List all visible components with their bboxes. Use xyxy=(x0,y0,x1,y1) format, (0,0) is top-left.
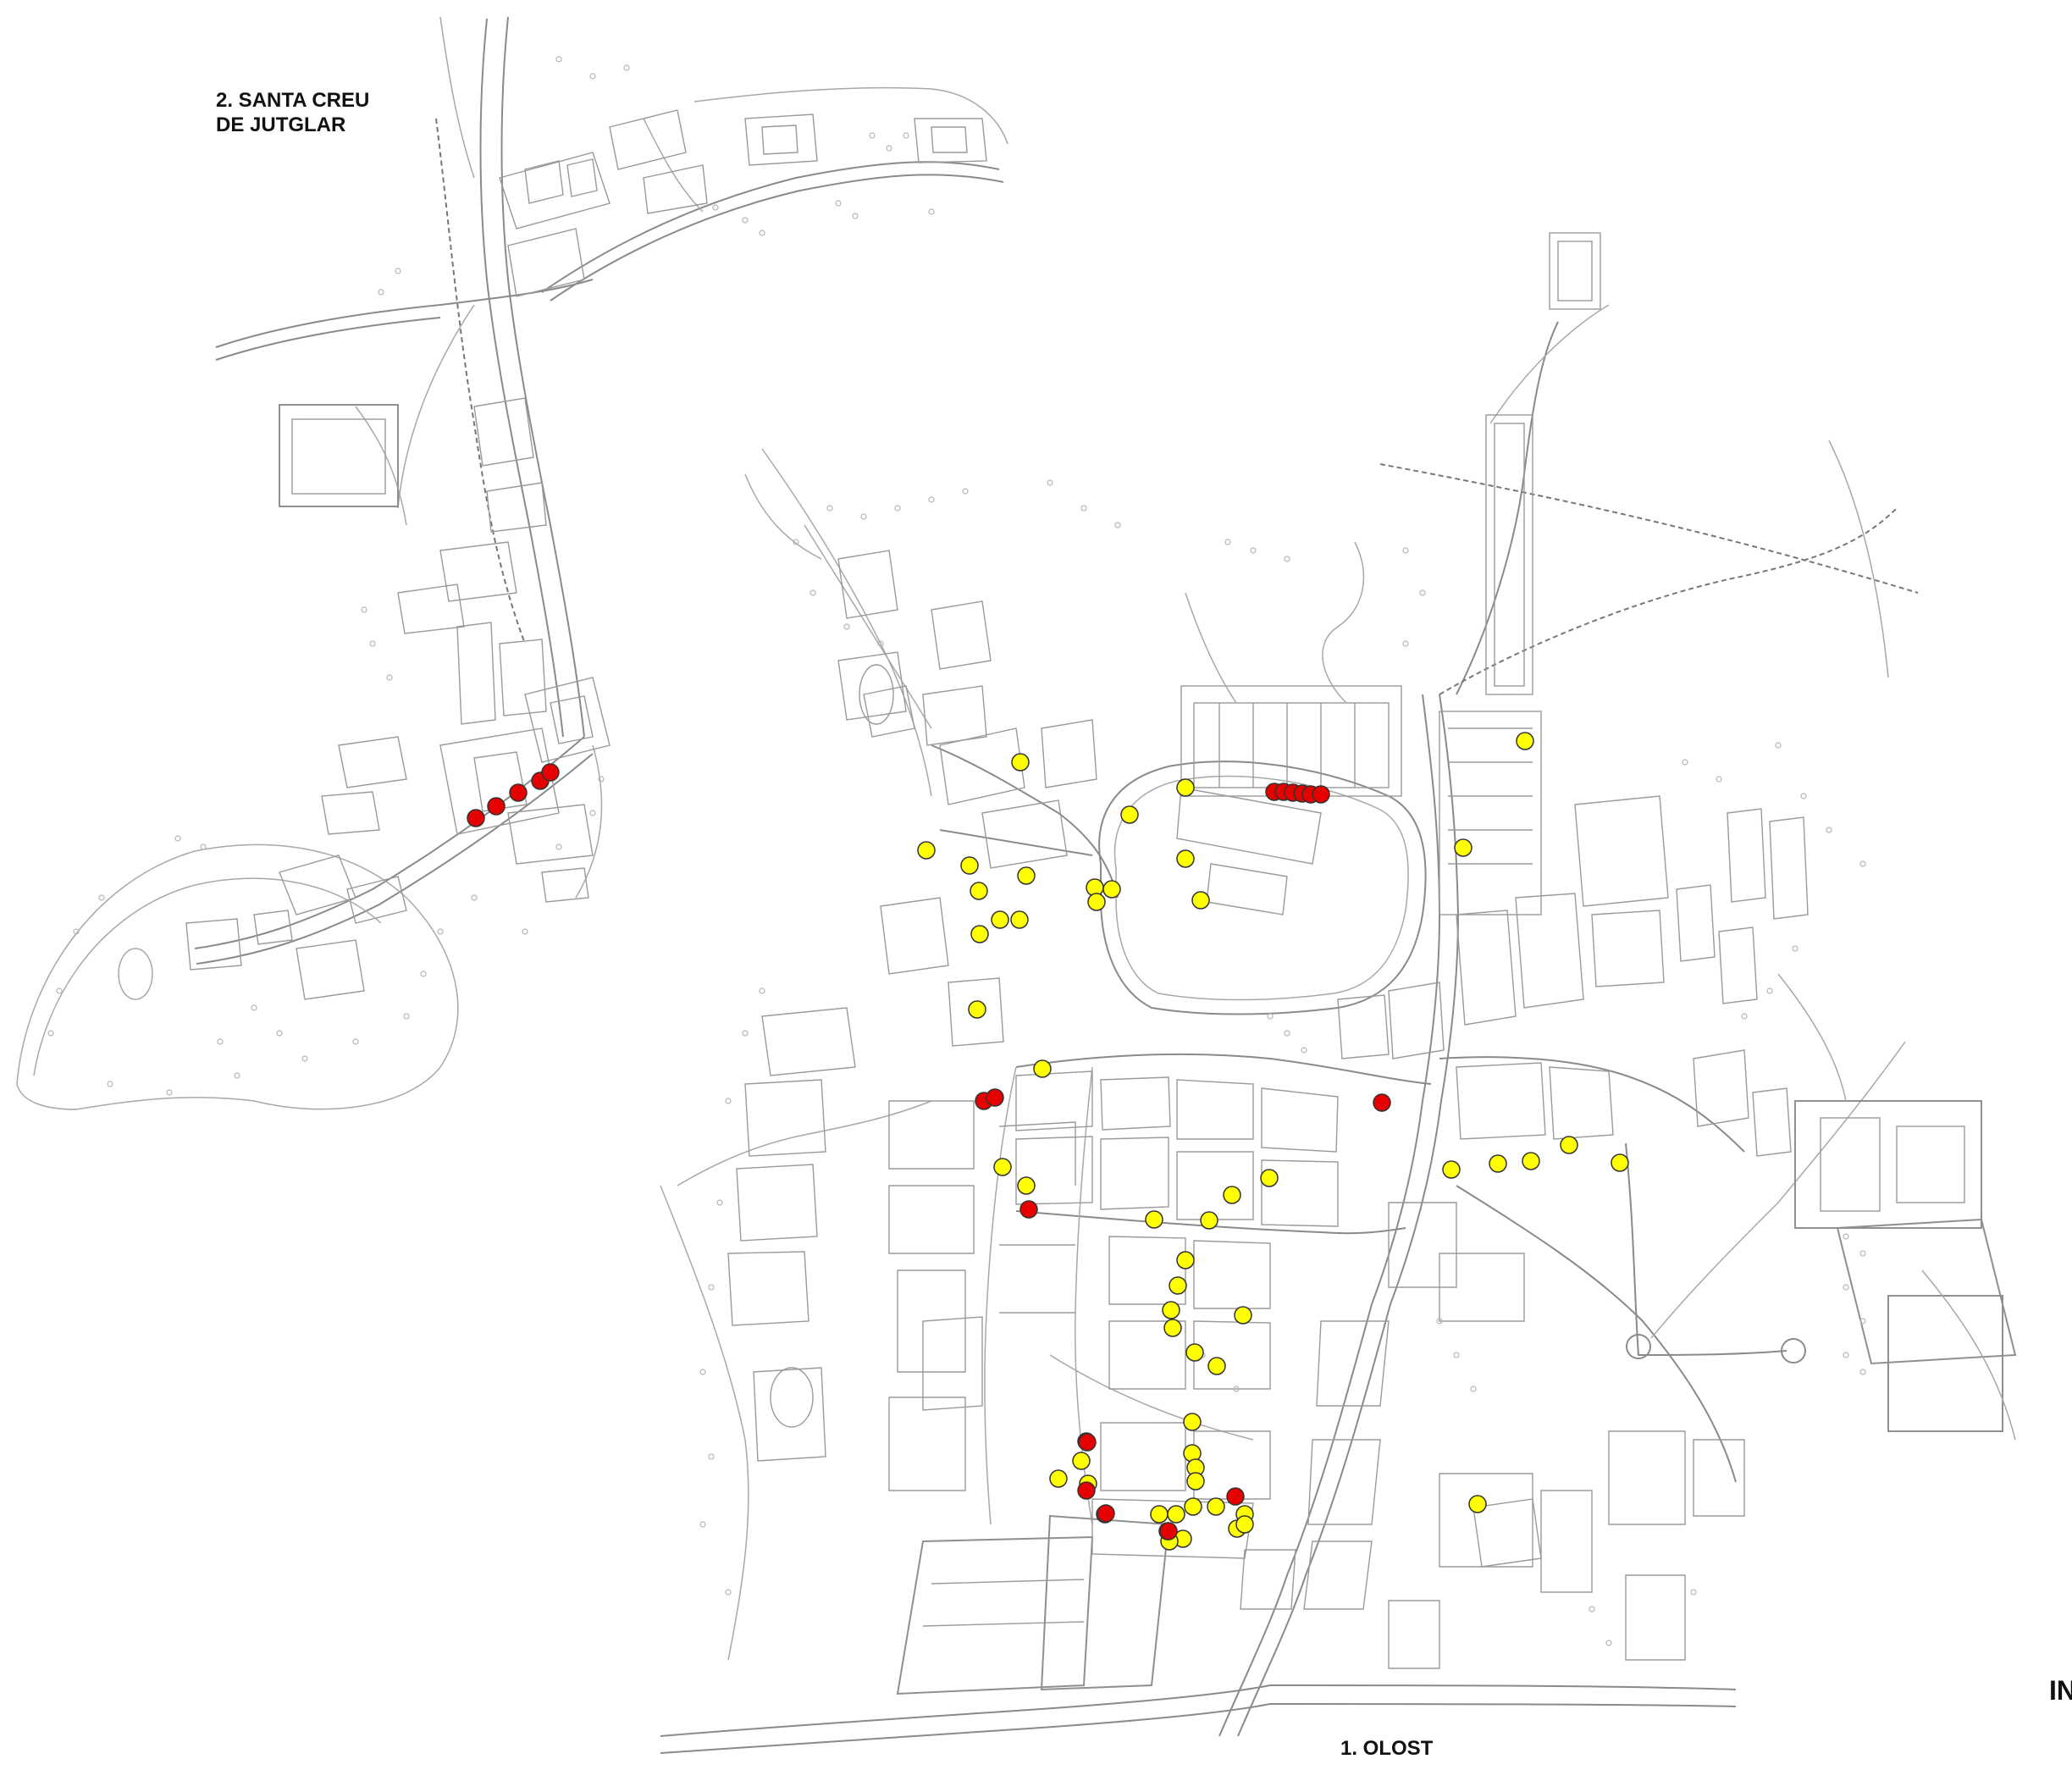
yellow-marker-38[interactable] xyxy=(1167,1505,1185,1524)
yellow-marker-43[interactable] xyxy=(1186,1472,1205,1491)
yellow-marker-1[interactable] xyxy=(1011,753,1030,772)
place-label-line-2: DE JUTGLAR xyxy=(216,113,346,136)
red-marker-17[interactable] xyxy=(1226,1487,1245,1506)
red-marker-2[interactable] xyxy=(487,797,506,816)
yellow-marker-13[interactable] xyxy=(1017,866,1036,885)
red-marker-13[interactable] xyxy=(986,1088,1004,1107)
santa-creu-linework xyxy=(16,16,1008,1110)
yellow-marker-26[interactable] xyxy=(1163,1319,1182,1337)
yellow-marker-55[interactable] xyxy=(1454,838,1473,857)
red-marker-5[interactable] xyxy=(541,763,560,782)
marker-layer xyxy=(467,732,1629,1551)
red-marker-11[interactable] xyxy=(1312,785,1330,804)
yellow-marker-37[interactable] xyxy=(1150,1505,1169,1524)
yellow-marker-2[interactable] xyxy=(917,841,936,860)
yellow-marker-20[interactable] xyxy=(1260,1169,1279,1187)
yellow-marker-52[interactable] xyxy=(1560,1136,1578,1154)
yellow-marker-19[interactable] xyxy=(1223,1186,1241,1204)
place-label-olost: 1. OLOST xyxy=(1340,1737,1434,1760)
red-marker-3[interactable] xyxy=(509,783,528,802)
yellow-marker-22[interactable] xyxy=(1200,1211,1218,1230)
red-marker-14[interactable] xyxy=(1019,1200,1038,1219)
yellow-marker-14[interactable] xyxy=(991,910,1009,929)
yellow-marker-21[interactable] xyxy=(1145,1210,1163,1229)
place-label-santa-creu-de-jutglar: 2. SANTA CREU DE JUTGLAR xyxy=(216,88,369,137)
yellow-marker-49[interactable] xyxy=(1522,1152,1540,1170)
yellow-marker-8[interactable] xyxy=(970,925,989,943)
yellow-marker-33[interactable] xyxy=(1072,1452,1091,1470)
yellow-marker-16[interactable] xyxy=(1033,1059,1052,1078)
yellow-marker-29[interactable] xyxy=(1207,1357,1226,1375)
yellow-marker-50[interactable] xyxy=(1489,1154,1507,1173)
yellow-marker-18[interactable] xyxy=(1017,1176,1036,1195)
yellow-marker-12[interactable] xyxy=(1176,778,1195,797)
red-marker-1[interactable] xyxy=(467,809,485,827)
yellow-marker-4[interactable] xyxy=(970,882,988,900)
olost-trees xyxy=(699,479,1866,1646)
yellow-marker-45[interactable] xyxy=(1207,1497,1225,1516)
red-marker-15[interactable] xyxy=(1077,1481,1096,1500)
red-marker-19[interactable] xyxy=(1078,1433,1097,1452)
yellow-marker-28[interactable] xyxy=(1234,1306,1252,1325)
yellow-marker-3[interactable] xyxy=(960,856,979,875)
yellow-marker-44[interactable] xyxy=(1184,1497,1202,1516)
yellow-marker-56[interactable] xyxy=(1102,880,1121,899)
yellow-marker-25[interactable] xyxy=(1162,1301,1180,1319)
yellow-marker-9[interactable] xyxy=(1120,805,1139,824)
yellow-marker-27[interactable] xyxy=(1185,1343,1204,1362)
red-marker-20[interactable] xyxy=(1373,1093,1391,1112)
yellow-marker-47[interactable] xyxy=(1235,1515,1254,1534)
yellow-marker-53[interactable] xyxy=(1611,1153,1629,1172)
red-marker-21[interactable] xyxy=(1159,1522,1178,1540)
yellow-marker-6[interactable] xyxy=(1010,910,1029,929)
yellow-marker-48[interactable] xyxy=(1468,1495,1487,1513)
place-label-line-1: 2. SANTA CREU xyxy=(216,89,370,112)
legend-label-cut: IN xyxy=(2049,1675,2072,1706)
red-marker-16[interactable] xyxy=(1097,1504,1115,1523)
yellow-marker-11[interactable] xyxy=(1087,893,1106,911)
yellow-marker-54[interactable] xyxy=(1516,732,1534,750)
yellow-marker-7[interactable] xyxy=(1176,849,1195,868)
yellow-marker-34[interactable] xyxy=(1049,1469,1068,1488)
santa-creu-trees xyxy=(47,56,935,1096)
yellow-marker-51[interactable] xyxy=(1442,1160,1461,1179)
olost-linework xyxy=(660,232,2017,1754)
yellow-marker-5[interactable] xyxy=(1191,891,1210,910)
yellow-marker-30[interactable] xyxy=(1183,1413,1202,1431)
yellow-marker-23[interactable] xyxy=(1176,1251,1195,1269)
yellow-marker-15[interactable] xyxy=(968,1000,986,1019)
yellow-marker-24[interactable] xyxy=(1169,1276,1187,1295)
yellow-marker-17[interactable] xyxy=(993,1158,1012,1176)
